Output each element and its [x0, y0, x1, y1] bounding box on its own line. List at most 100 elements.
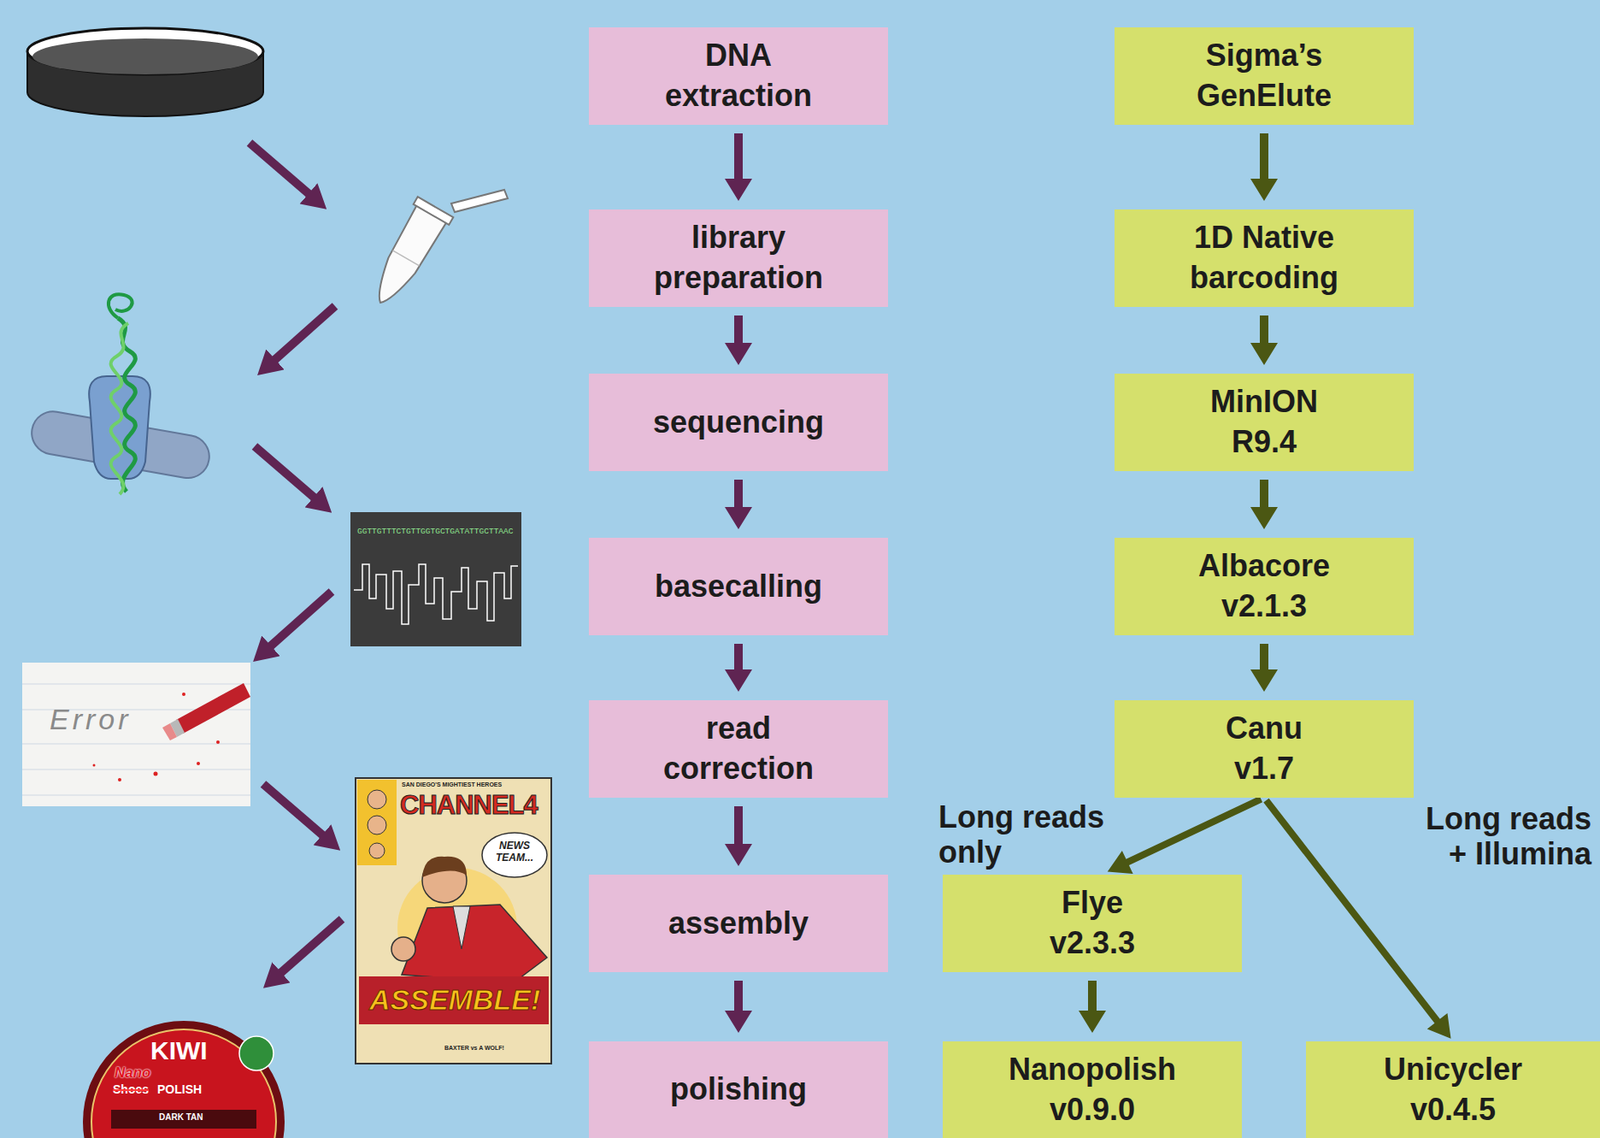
nanopore-icon: [88, 376, 151, 479]
tube-icon: [392, 250, 419, 266]
eraser-photo: [182, 692, 186, 696]
polish-tin: [239, 1035, 274, 1071]
comic-cover: [355, 777, 552, 1064]
nanopore-icon: [28, 294, 212, 495]
eraser-photo: [162, 723, 177, 741]
eraser-photo: [22, 743, 251, 745]
step-arrow: [249, 142, 312, 196]
flow-arrow: [724, 980, 753, 1033]
eraser-photo: [22, 662, 251, 806]
flow-arrow: [1250, 133, 1278, 201]
flow-arrow: [1078, 980, 1106, 1033]
box-label: Unicycler v0.4.5: [1371, 1049, 1535, 1130]
eraser-photo: [153, 771, 159, 777]
process-box: read correction: [588, 700, 889, 798]
process-box: assembly: [588, 874, 889, 972]
step-arrow: [278, 918, 342, 975]
box-label: assembly: [668, 903, 809, 944]
flow-arrow: [724, 479, 753, 530]
edge-label: Long reads only: [938, 799, 1136, 871]
illustration-text: Error: [49, 702, 132, 736]
process-box: Canu v1.7: [1114, 700, 1414, 798]
eraser-photo: [216, 740, 220, 744]
polish-tin: [82, 1020, 285, 1138]
eraser-photo: [22, 683, 251, 685]
box-label: read correction: [640, 708, 837, 789]
flow-arrow: [724, 133, 753, 201]
step-arrow: [268, 591, 332, 648]
comic-cover: [422, 856, 467, 877]
signal-trace: [350, 511, 522, 647]
comic-cover: [482, 832, 548, 877]
nanopore-icon: [111, 323, 129, 495]
nanopore-icon: [117, 317, 136, 492]
tube-icon: [413, 196, 454, 225]
box-label: library preparation: [640, 217, 837, 299]
tube-icon: [451, 189, 508, 212]
illustration-text: POLISH: [157, 1082, 202, 1096]
step-arrow: [254, 446, 317, 500]
illustration-text: BAXTER vs A WOLF!: [444, 1044, 505, 1052]
box-label: Canu v1.7: [1200, 708, 1329, 789]
flow-arrow: [724, 643, 753, 692]
step-arrow: [249, 142, 342, 975]
flow-arrow: [1107, 795, 1263, 874]
eraser-photo: [22, 662, 251, 806]
box-label: Nanopolish v0.9.0: [1002, 1049, 1183, 1130]
box-label: Sigma’s GenElute: [1182, 35, 1346, 117]
comic-cover: [452, 905, 471, 949]
process-box: Flye v2.3.3: [942, 874, 1242, 972]
eraser-photo: [196, 761, 200, 765]
illustration-text: Shoes: [112, 1082, 149, 1096]
flow-arrow: [1250, 479, 1278, 530]
box-label: sequencing: [652, 402, 824, 443]
comic-cover: [357, 779, 397, 865]
box-label: Flye v2.3.3: [1028, 882, 1157, 964]
illustration-text: ASSEMBLE!: [369, 982, 541, 1017]
process-box: Unicycler v0.4.5: [1305, 1041, 1600, 1138]
box-label: polishing: [670, 1069, 807, 1110]
petri-dish: [32, 38, 259, 75]
process-box: MinION R9.4: [1114, 373, 1414, 471]
box-label: DNA extraction: [640, 35, 837, 117]
box-label: Albacore v2.1.3: [1182, 546, 1346, 627]
illustration-text: SAN DIEGO'S MIGHTIEST HEROES: [401, 781, 502, 789]
comic-cover: [367, 789, 387, 809]
comic-cover: [367, 815, 387, 835]
eraser-photo: [22, 794, 251, 796]
signal-trace: [350, 511, 522, 647]
box-label: MinION R9.4: [1191, 382, 1337, 463]
comic-cover: [391, 936, 416, 961]
tube-icon: [365, 205, 448, 312]
process-box: library preparation: [588, 209, 889, 307]
step-arrow: [263, 783, 325, 837]
box-label: basecalling: [654, 566, 823, 607]
comic-cover: [401, 904, 548, 983]
signal-trace: [353, 564, 518, 624]
polish-tin: [111, 1109, 257, 1129]
process-box: polishing: [588, 1041, 889, 1138]
illustration-text: KIWI: [150, 1035, 208, 1066]
comic-cover: [355, 777, 552, 1064]
illustration-text: GGTTGTTTCTGTTGGTGCTGATATTGCTTAAC: [357, 527, 513, 537]
eraser-photo: [117, 777, 122, 782]
eraser-photo: [22, 769, 251, 771]
process-box: 1D Native barcoding: [1114, 209, 1414, 307]
process-box: basecalling: [588, 537, 889, 636]
eraser-photo: [176, 682, 251, 734]
step-arrow: [272, 305, 336, 362]
petri-dish: [27, 28, 264, 75]
illustration-text: CHANNEL4: [400, 789, 538, 821]
tube-icon: [362, 189, 508, 313]
polish-tin: [91, 1029, 277, 1138]
comic-cover: [358, 976, 549, 1024]
edge-label: Long reads + Illumina: [1413, 800, 1592, 872]
process-box: Sigma’s GenElute: [1114, 27, 1414, 125]
flow-arrow: [1250, 643, 1278, 692]
flow-arrow: [1250, 315, 1278, 365]
process-box: Nanopolish v0.9.0: [942, 1041, 1242, 1138]
flow-arrow: [1263, 798, 1451, 1039]
eraser-photo: [22, 683, 251, 795]
illustration-text: DARK TAN: [158, 1111, 203, 1123]
box-label: 1D Native barcoding: [1182, 217, 1346, 299]
